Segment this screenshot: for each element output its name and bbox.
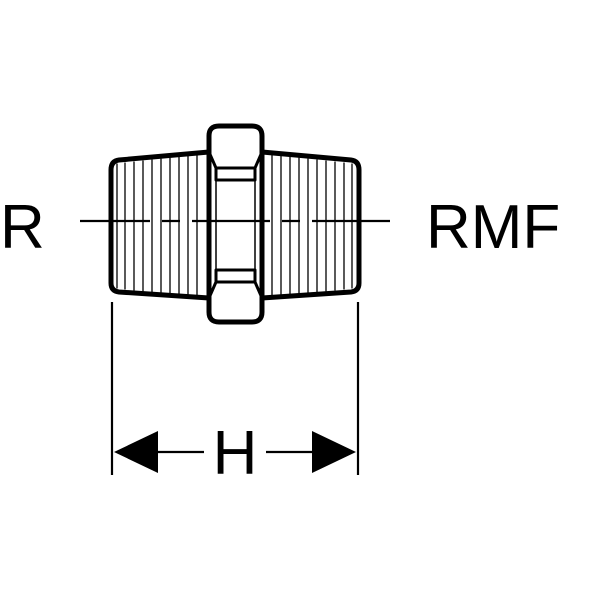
dimension-label: H xyxy=(213,419,258,488)
right-thread-lines xyxy=(271,154,353,298)
hex-nipple-fitting xyxy=(108,123,362,325)
dimension-h xyxy=(110,302,360,475)
left-thread-label: R xyxy=(0,193,45,262)
arrowhead-right xyxy=(312,431,356,473)
hex-nut-edges xyxy=(207,150,264,300)
right-thread-label: RMF xyxy=(426,193,560,262)
left-threaded-end xyxy=(108,149,212,301)
hex-nut xyxy=(206,123,265,325)
arrowhead-left xyxy=(114,431,158,473)
left-thread-lines xyxy=(116,154,198,298)
right-threaded-end xyxy=(259,149,362,301)
